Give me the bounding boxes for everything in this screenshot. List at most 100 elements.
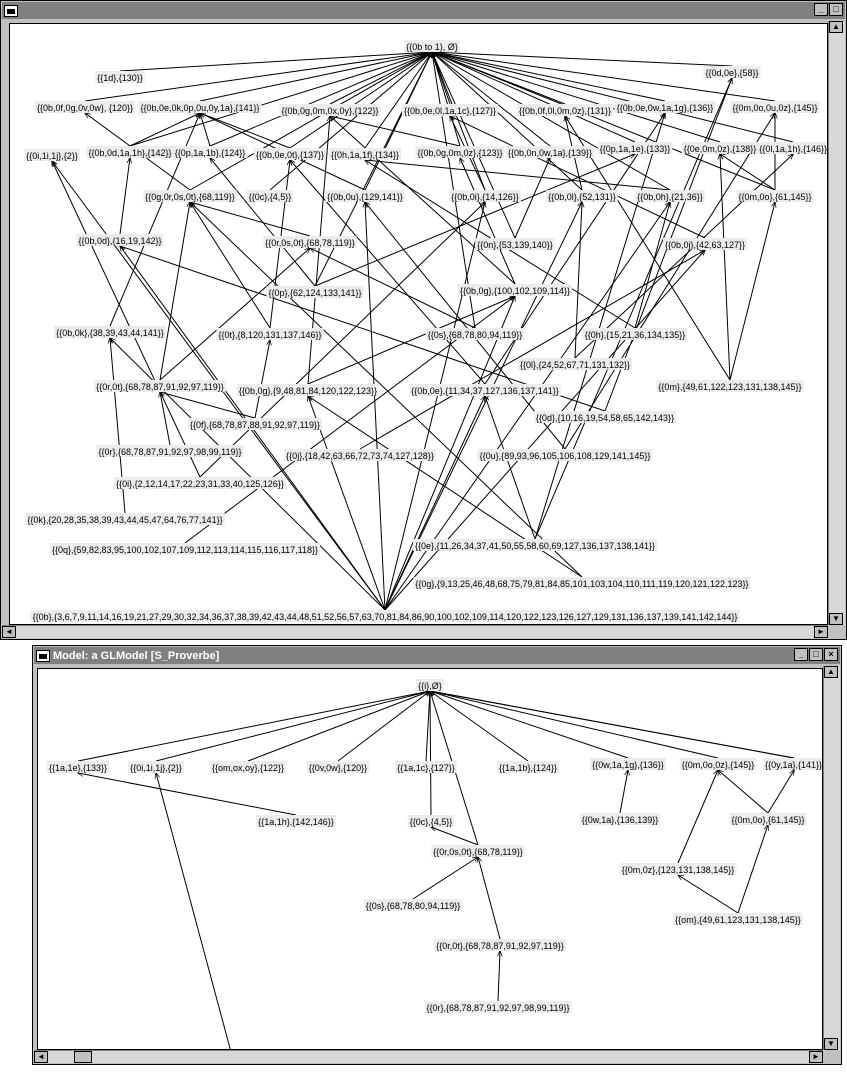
concept-node[interactable]: {{0p,1a,1e},{133}} xyxy=(597,142,673,154)
concept-node[interactable]: {{0i,1i,1j},{2}} xyxy=(24,149,80,161)
title-bar[interactable]: Model: a GLModel [S_Proverbe] _ □ × xyxy=(34,647,840,664)
concept-node[interactable]: {{0f},{68,78,87,88,91,92,97,119}} xyxy=(188,418,322,430)
concept-node[interactable]: {{0b,0f,0l,0m,0z},{131}} xyxy=(516,104,614,116)
concept-node[interactable]: {{0y,1a},{141}} xyxy=(763,758,823,770)
concept-node[interactable]: {{1a,1e},{133}} xyxy=(46,761,110,773)
concept-node[interactable]: {{0l},{24,52,67,71,131,132}} xyxy=(517,358,633,370)
scroll-up-button[interactable]: ▲ xyxy=(829,21,843,33)
scroll-down-button[interactable]: ▼ xyxy=(824,1038,838,1050)
concept-node[interactable]: {{0m,0o,0z},{145}} xyxy=(679,758,757,770)
concept-node[interactable]: {{0b,0e,0k,0p,0u,0y,1a},{141}} xyxy=(138,101,262,113)
concept-node[interactable]: {{1a,1b},{124}} xyxy=(496,761,560,773)
concept-node[interactable]: {{0b,0k},{38,39,43,44,141}} xyxy=(54,326,166,338)
concept-node[interactable]: {{0b,0g},{100,102,109,114}} xyxy=(458,284,572,296)
concept-node[interactable]: {{0b,0j},{42,63,127}} xyxy=(662,238,748,250)
concept-node[interactable]: {{0g,0r,0s,0t},{68,119}} xyxy=(143,190,237,202)
scroll-right-button[interactable]: ► xyxy=(809,1051,823,1063)
concept-node[interactable]: {{0j},{18,42,63,66,72,73,74,127,128}} xyxy=(284,449,436,461)
concept-node[interactable]: {{0e,0m,0z},{138}} xyxy=(681,142,759,154)
vertical-scrollbar[interactable]: ▲ ▼ xyxy=(823,666,840,1050)
concept-node[interactable]: {{0i},{2,12,14,17,22,23,31,33,40,125,126… xyxy=(114,477,286,489)
scroll-left-button[interactable]: ◄ xyxy=(34,1051,48,1063)
concept-node[interactable]: {{0b,0i},{14,126}} xyxy=(449,190,521,202)
close-button[interactable]: × xyxy=(824,648,838,661)
scroll-right-button[interactable]: ► xyxy=(814,626,828,638)
concept-node[interactable]: {{0m,0o},{61,145}} xyxy=(736,190,814,202)
concept-node[interactable]: {{0b,0e,0l,1a,1c},{127}} xyxy=(401,104,499,116)
concept-node[interactable]: {{0b,0g,0m,0z},{123}} xyxy=(415,146,505,158)
vertical-scrollbar[interactable]: ▲ ▼ xyxy=(828,21,845,625)
horizontal-scrollbar[interactable]: ◄ ► xyxy=(2,625,828,638)
scroll-down-button[interactable]: ▼ xyxy=(829,613,843,625)
concept-node[interactable]: {{0b,0f,0g,0v,0w}, {120}} xyxy=(35,101,135,113)
concept-node[interactable]: {{0m,0o},{61,145}} xyxy=(729,813,807,825)
concept-node[interactable]: {{0s},{68,78,80,94,119}} xyxy=(425,328,525,340)
minimize-button[interactable]: _ xyxy=(794,648,808,661)
concept-node[interactable]: {{0c},{4,5}} xyxy=(407,815,455,827)
concept-node[interactable]: {{0b,0d,1a,1h},{142}} xyxy=(86,146,174,158)
concept-node[interactable]: {{0q},{59,82,83,95,100,102,107,109,112,1… xyxy=(49,543,321,555)
concept-node[interactable]: {{0d,0e},{58}} xyxy=(703,66,761,78)
concept-node[interactable]: {{0s},{68,78,80,94,119}} xyxy=(363,899,463,911)
concept-node[interactable]: {{0c},{4,5}} xyxy=(246,190,294,202)
concept-node[interactable]: {{0b,0l},{52,131}} xyxy=(546,190,618,202)
concept-node-box xyxy=(30,610,740,622)
minimize-button[interactable]: _ xyxy=(814,3,828,16)
concept-node[interactable]: {{0p},{62,124,133,141}} xyxy=(266,286,364,298)
concept-node[interactable]: {{0n},{53,139,140}} xyxy=(475,238,555,250)
concept-node[interactable]: {{0r},{68,78,87,91,92,97,98,99,119}} xyxy=(96,445,244,457)
concept-node[interactable]: {{0b,0h},{21,36}} xyxy=(635,190,705,202)
concept-node[interactable]: {{0b,0g},{9,48,81,84,120,122,123}} xyxy=(236,384,380,396)
concept-node[interactable]: {{0h,1a,1f},{134}} xyxy=(328,148,402,160)
concept-node[interactable]: {{0p,1a,1b},{124}} xyxy=(172,146,248,158)
concept-node[interactable]: {{0b,0u},{129,141}} xyxy=(325,190,405,202)
concept-node[interactable]: {{0m,0o,0u,0z},{145}} xyxy=(730,101,820,113)
concept-node[interactable]: {{0e},{11,26,34,37,41,50,55,58,60,69,127… xyxy=(412,539,658,551)
concept-node[interactable]: {{0h},{15,21,36,134,135}} xyxy=(582,328,688,340)
concept-node[interactable]: {{1a,1c},{127}} xyxy=(395,761,457,773)
app-window-icon[interactable] xyxy=(36,649,50,662)
concept-node[interactable]: {{0r,0t},{68,78,87,91,92,97,119}} xyxy=(434,939,566,951)
app-window-icon[interactable] xyxy=(4,4,18,17)
scroll-up-button[interactable]: ▲ xyxy=(824,666,838,678)
concept-node[interactable]: {{0l,1a,1h},{146}} xyxy=(757,142,828,154)
concept-node[interactable]: {{0b,0e},{11,34,37,127,136,137,141}} xyxy=(409,384,561,396)
concept-node[interactable]: {{0b,0g,0m,0x,0y},{122}} xyxy=(279,104,381,116)
concept-node[interactable]: {{0b,0e,0w,1a,1g},{136}} xyxy=(614,101,716,113)
concept-node-box xyxy=(449,190,521,202)
concept-node[interactable]: {{0b,0n,0w,1a},{139}} xyxy=(505,146,595,158)
maximize-button[interactable]: □ xyxy=(809,648,823,661)
concept-node-label: {{i},Ø} xyxy=(418,681,442,691)
concept-node[interactable]: {{0g},{9,13,25,46,48,68,75,79,81,84,85,1… xyxy=(413,577,751,589)
horizontal-scrollbar[interactable]: ◄ ► xyxy=(34,1050,823,1063)
concept-node[interactable]: {{0r},{68,78,87,91,92,97,98,99,119}} xyxy=(424,1001,572,1013)
concept-node[interactable]: {{1d},{130}} xyxy=(95,71,145,83)
concept-node[interactable]: {{0v,0w},{120}} xyxy=(306,761,370,773)
concept-node-box xyxy=(236,384,380,396)
concept-node[interactable]: {{0w,1a},{136,139}} xyxy=(579,813,661,825)
scroll-left-button[interactable]: ◄ xyxy=(2,626,16,638)
concept-node[interactable]: {{1a,1h},{142,146}} xyxy=(256,815,336,827)
concept-node[interactable]: {{i},Ø} xyxy=(416,679,444,691)
scroll-thumb[interactable] xyxy=(74,1051,92,1063)
concept-node[interactable]: {{0d},{10,16,19,54,58,65,142,143}} xyxy=(533,411,677,423)
concept-node[interactable]: {{0r,0s,0t},{68,78,119}} xyxy=(263,236,357,248)
concept-node[interactable]: {{0u},{89,93,96,105,106,108,129,141,145}… xyxy=(477,449,653,461)
maximize-button[interactable]: □ xyxy=(829,3,843,16)
concept-node[interactable]: {{0b,0d},{16,19,142}} xyxy=(76,234,164,246)
concept-node[interactable]: {{0b to 1}, Ø} xyxy=(404,40,460,52)
concept-node[interactable]: {{om,ox,oy},{122}} xyxy=(209,761,287,773)
title-bar[interactable]: _ □ xyxy=(2,2,845,19)
concept-node[interactable]: {{0r,0t},{68,78,87,91,92,97,119}} xyxy=(94,380,226,392)
concept-node[interactable]: {{0r,0s,0t},{68,78,119}} xyxy=(431,845,525,857)
concept-node[interactable]: {{0m,0z},{123,131,138,145}} xyxy=(619,863,737,875)
concept-node[interactable]: {{0i,1i,1j},{2}} xyxy=(128,761,184,773)
concept-node[interactable]: {{0m},{49,61,122,123,131,138,145}} xyxy=(656,380,804,392)
concept-node[interactable]: {{0b},{3,6,7,9,11,14,16,19,21,27,29,30,3… xyxy=(30,610,740,622)
concept-node[interactable]: {{0w,1a,1g},{136}} xyxy=(590,758,666,770)
concept-node[interactable]: {{om},{49,61,123,131,138,145}} xyxy=(673,913,803,925)
concept-node[interactable]: {{0b,0e,0t},{137}} xyxy=(253,148,327,160)
concept-node[interactable]: {{0k},{20,28,35,38,39,43,44,45,47,64,76,… xyxy=(25,513,225,525)
concept-node-label: {{0b,0f,0l,0m,0z},{131}} xyxy=(519,106,611,116)
concept-node[interactable]: {{0t},{8,120,131,137,146}} xyxy=(216,328,324,340)
